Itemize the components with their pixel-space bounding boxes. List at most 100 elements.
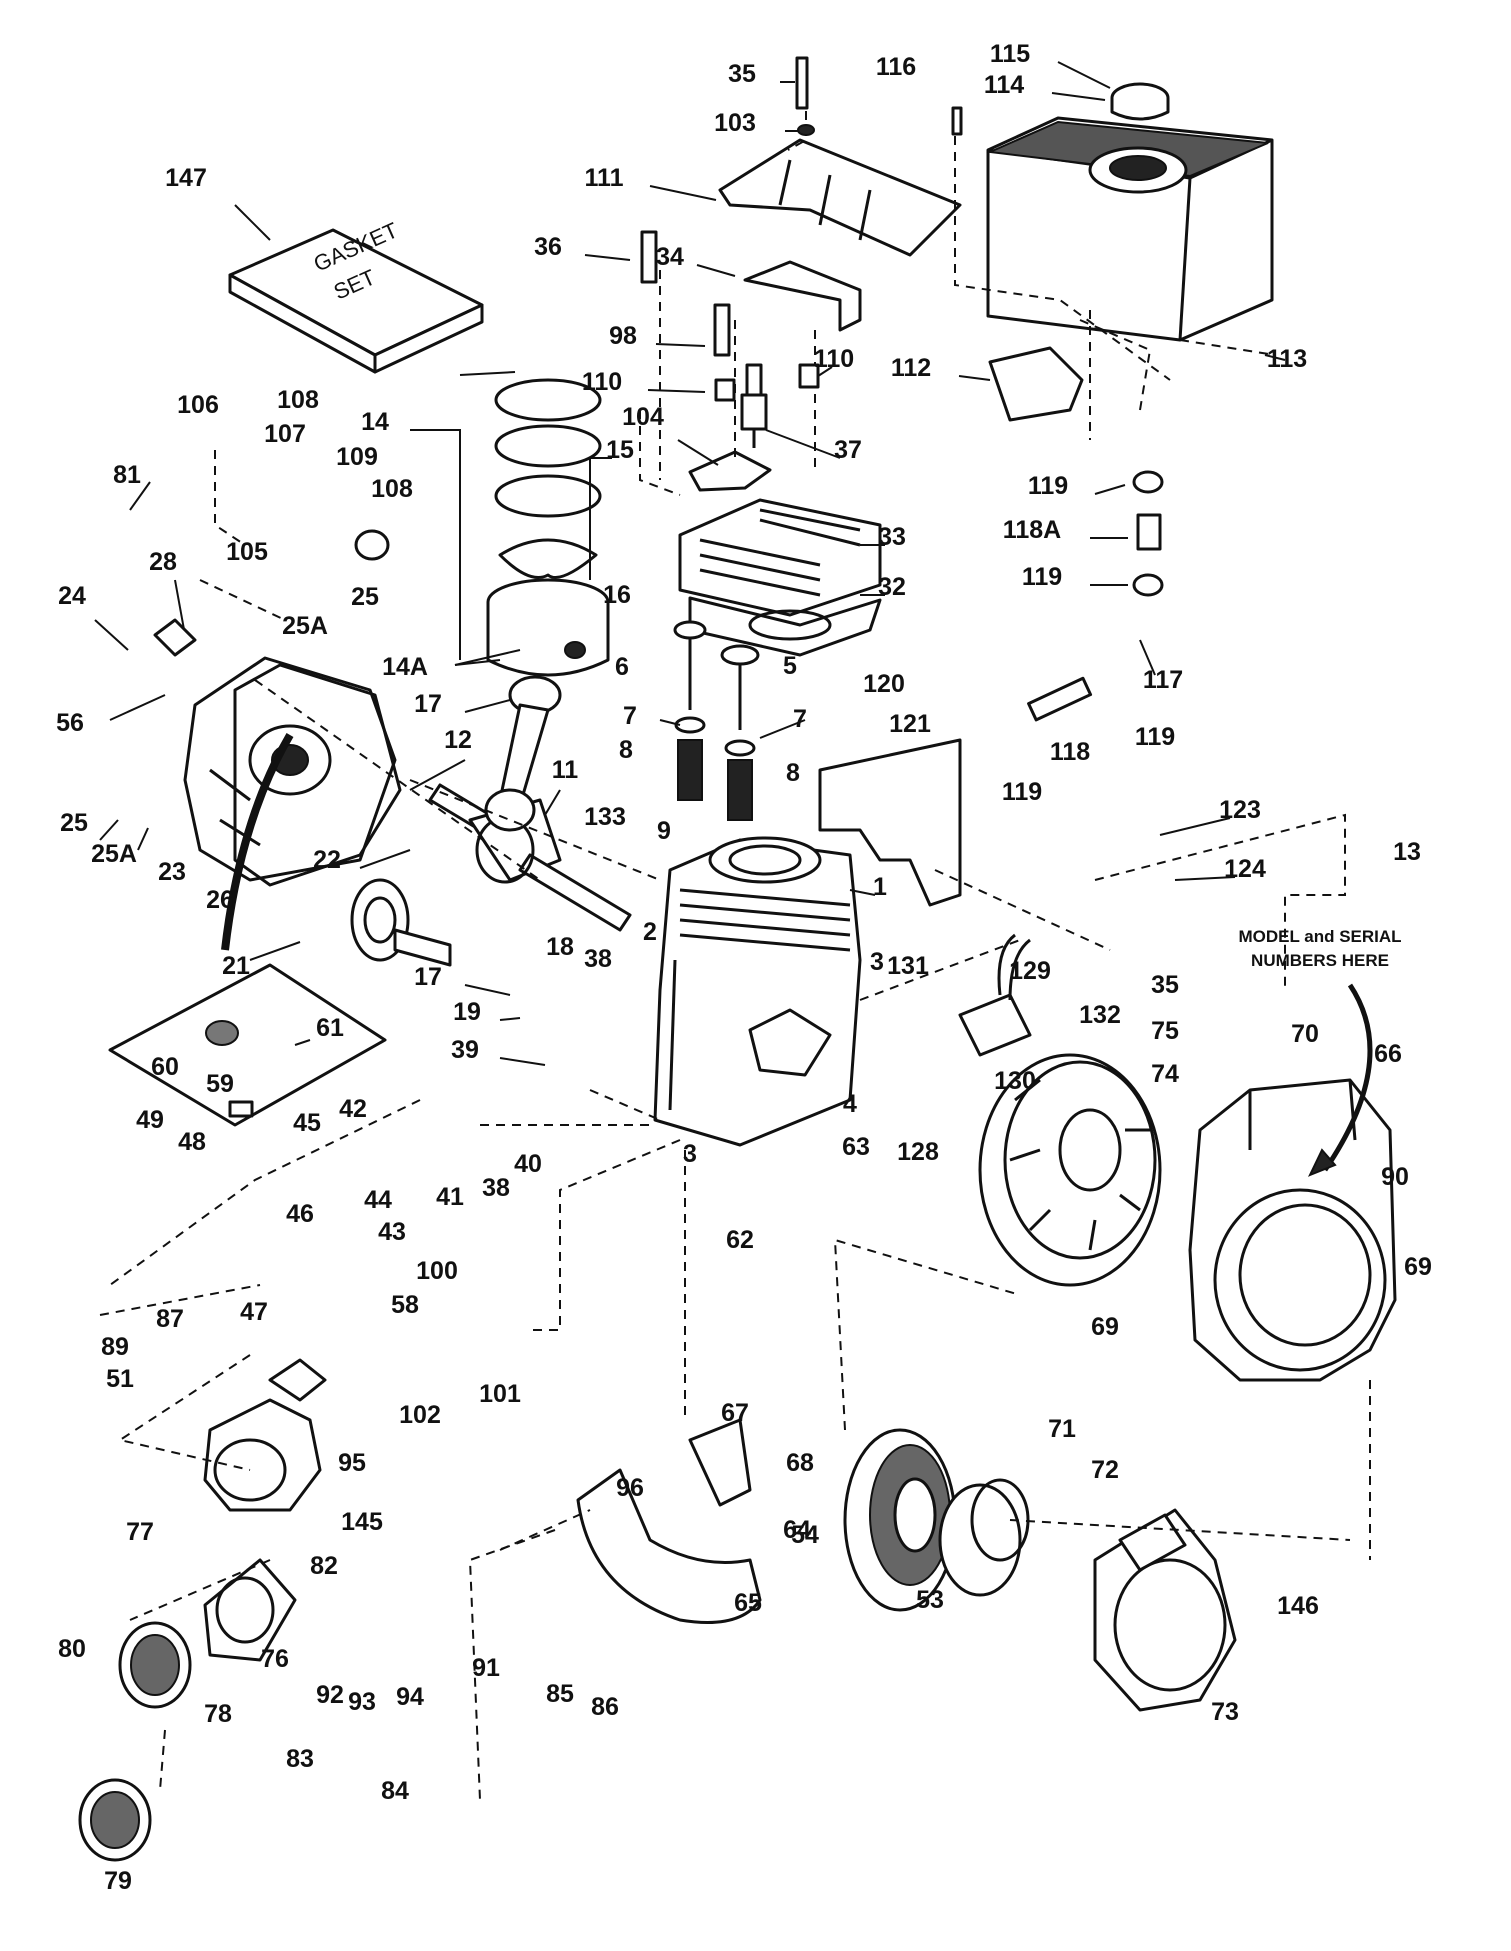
callout-94: 94 [396, 1683, 424, 1711]
callout-2: 2 [643, 918, 657, 946]
callout-133: 133 [584, 803, 626, 831]
callout-107: 107 [264, 420, 306, 448]
callout-100: 100 [416, 1257, 458, 1285]
fuel-tank [986, 82, 1274, 342]
callout-51: 51 [106, 1365, 134, 1393]
crankcase-cover [183, 656, 397, 882]
callout-18: 18 [546, 933, 574, 961]
rewind-starter [1093, 1508, 1237, 1712]
leader-lines [94, 61, 1286, 1066]
connecting-rod [484, 675, 562, 832]
callout-22: 22 [313, 846, 341, 874]
callout-69: 69 [1091, 1313, 1119, 1341]
callout-104: 104 [622, 403, 664, 431]
callout-121: 121 [889, 710, 931, 738]
callout-68: 68 [786, 1449, 814, 1477]
callout-17: 17 [414, 963, 442, 991]
callout-75: 75 [1151, 1017, 1179, 1045]
callout-131: 131 [887, 952, 929, 980]
callout-19: 19 [453, 998, 481, 1026]
callout-39: 39 [451, 1036, 479, 1064]
callout-34: 34 [656, 243, 684, 271]
callout-67: 67 [721, 1399, 749, 1427]
callout-124: 124 [1224, 855, 1266, 883]
callout-110: 110 [814, 345, 854, 373]
callout-90: 90 [1381, 1163, 1409, 1191]
cover-seal-arrow [221, 732, 294, 951]
callout-120: 120 [863, 670, 905, 698]
callout-25A: 25A [282, 612, 328, 640]
callout-128: 128 [897, 1138, 939, 1166]
callout-79: 79 [104, 1867, 132, 1895]
callout-117: 117 [1143, 666, 1183, 694]
callout-53: 53 [916, 1586, 944, 1614]
baffle [576, 1468, 762, 1624]
callout-80: 80 [58, 1635, 86, 1663]
callout-66: 66 [1374, 1040, 1402, 1068]
callout-8: 8 [786, 759, 800, 787]
callout-84: 84 [381, 1777, 409, 1805]
spark-plug [740, 363, 768, 448]
tank-bracket [988, 346, 1084, 422]
callout-77: 77 [126, 1518, 154, 1546]
callout-62: 62 [726, 1226, 754, 1254]
callout-119: 119 [1135, 723, 1175, 751]
callout-69: 69 [1404, 1253, 1432, 1281]
callout-9: 9 [657, 817, 671, 845]
callout-25: 25 [60, 809, 88, 837]
callout-35: 35 [728, 60, 756, 88]
callout-111: 111 [585, 164, 624, 192]
callout-21: 21 [222, 952, 250, 980]
bracket-34 [743, 260, 862, 332]
callout-71: 71 [1048, 1415, 1076, 1443]
ignition-coil [958, 933, 1032, 1057]
callout-61: 61 [316, 1014, 344, 1042]
callout-7: 7 [793, 705, 807, 733]
gasket-set: GASKET SET [228, 217, 484, 374]
callout-108: 108 [371, 475, 413, 503]
callout-40: 40 [514, 1150, 542, 1178]
callout-60: 60 [151, 1053, 179, 1081]
callout-25A: 25A [91, 840, 137, 868]
callout-44: 44 [364, 1186, 392, 1214]
callout-46: 46 [286, 1200, 314, 1228]
callout-108: 108 [277, 386, 319, 414]
callout-115: 115 [990, 40, 1030, 68]
callout-25: 25 [351, 583, 379, 611]
callout-37: 37 [834, 436, 862, 464]
callout-82: 82 [310, 1552, 338, 1580]
callout-28: 28 [149, 548, 177, 576]
callout-13: 13 [1393, 838, 1421, 866]
cylinder-head [678, 498, 882, 657]
callout-91: 91 [472, 1654, 500, 1682]
assembly-lines [99, 95, 1371, 1801]
callout-98: 98 [609, 322, 637, 350]
callout-5: 5 [783, 652, 797, 680]
callout-47: 47 [240, 1298, 268, 1326]
callout-63: 63 [842, 1133, 870, 1161]
callout-7: 7 [623, 702, 637, 730]
blower-housing [1188, 1078, 1397, 1382]
callout-3: 3 [870, 948, 884, 976]
callout-123: 123 [1219, 796, 1261, 824]
callout-70: 70 [1291, 1020, 1319, 1048]
callout-109: 109 [336, 443, 378, 471]
callout-12: 12 [444, 726, 472, 754]
valve-train [673, 620, 760, 821]
callout-129: 129 [1009, 957, 1051, 985]
callout-86: 86 [591, 1693, 619, 1721]
callout-83: 83 [286, 1745, 314, 1773]
callout-65: 65 [734, 1589, 762, 1617]
hardware [153, 56, 1164, 1118]
callout-17: 17 [414, 690, 442, 718]
callout-113: 113 [1267, 345, 1307, 373]
callout-87: 87 [156, 1305, 184, 1333]
top-plate [718, 138, 962, 257]
model-note-line1: MODEL and SERIAL [1238, 927, 1401, 946]
callout-3: 3 [683, 1140, 697, 1168]
callout-119: 119 [1028, 472, 1068, 500]
callout-32: 32 [878, 573, 906, 601]
flywheel [978, 1053, 1162, 1287]
callout-118A: 118A [1003, 516, 1061, 544]
